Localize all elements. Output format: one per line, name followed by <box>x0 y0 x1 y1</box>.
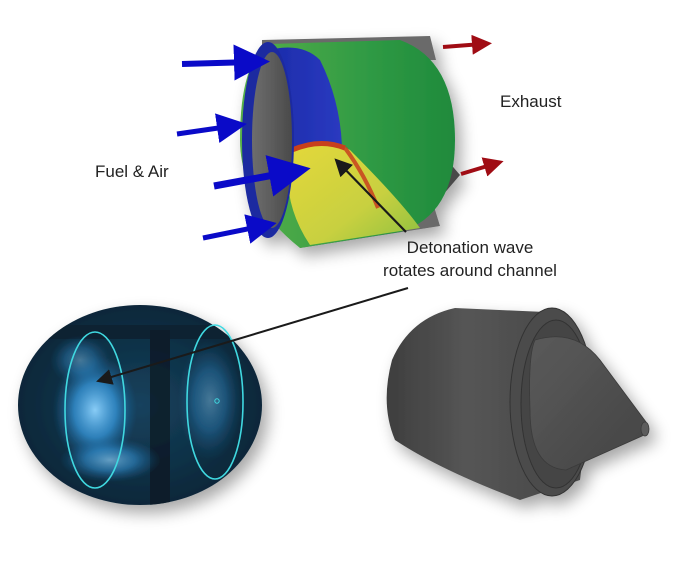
fuel-air-label: Fuel & Air <box>95 162 169 181</box>
simulation-panel <box>240 36 460 248</box>
inlet-arrow-4 <box>202 214 277 244</box>
experiment-pointer <box>96 287 409 385</box>
cad-aerospike-cone <box>529 336 648 471</box>
hot-zone <box>287 143 420 245</box>
experiment-panel <box>18 305 262 505</box>
detonation-pointer <box>334 158 407 233</box>
inlet-arrow-2 <box>176 113 247 144</box>
center-marker <box>214 398 220 404</box>
detonation-wave-label-line1: Detonation wave <box>406 238 534 257</box>
cad-model-panel <box>386 307 650 500</box>
exhaust-arrow-2 <box>460 157 504 177</box>
detonation-wave-label: Detonation wave rotates around channel <box>350 236 590 282</box>
exhaust-label: Exhaust <box>500 92 562 111</box>
inlet-arrow-1 <box>181 44 270 81</box>
detonation-front <box>291 141 346 153</box>
left-ring-overlay <box>64 331 126 489</box>
detonation-wave-label-line2: rotates around channel <box>383 261 557 280</box>
exhaust-arrow-1 <box>442 34 492 55</box>
inlet-arrow-3 <box>213 155 311 197</box>
exhaust-arrows <box>442 34 504 177</box>
right-ring-overlay <box>186 324 244 480</box>
inlet-arrows <box>176 44 311 244</box>
